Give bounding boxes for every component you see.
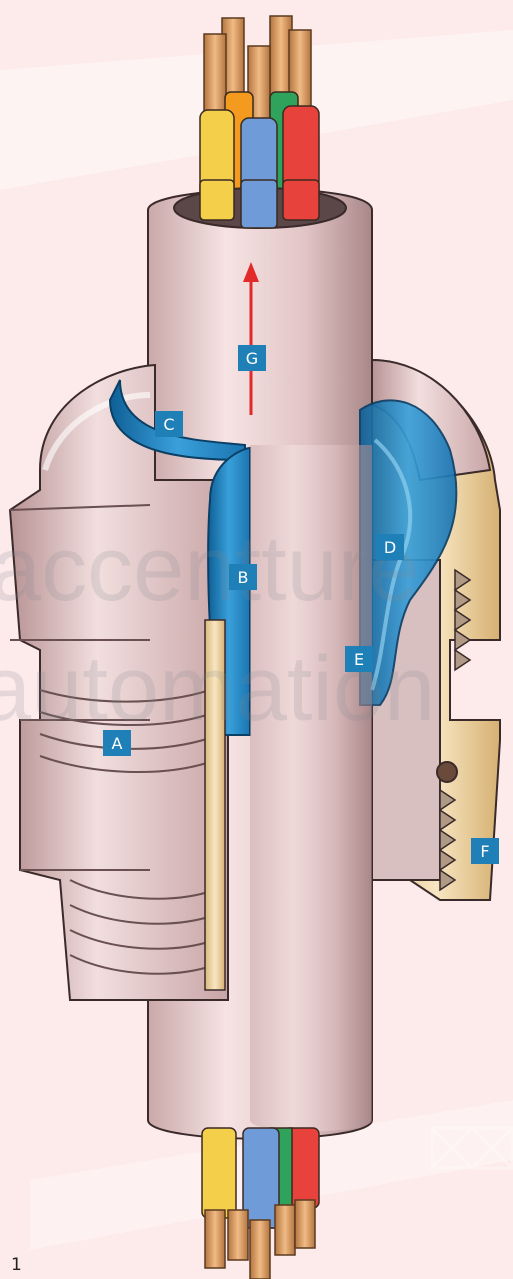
label-c: C [155, 411, 183, 437]
background-grid [430, 1126, 513, 1170]
bottom-conductors [204, 1199, 316, 1279]
label-b: B [229, 564, 257, 590]
thread-teeth-right [438, 568, 472, 892]
label-e: E [345, 646, 373, 672]
o-ring [436, 761, 458, 783]
bottom-wires [201, 1127, 320, 1229]
label-d: D [376, 534, 404, 560]
figure-number: 1 [11, 1255, 22, 1275]
label-f: F [471, 838, 499, 864]
label-g: G [238, 345, 266, 371]
nut-body-left [8, 363, 229, 1001]
label-a: A [103, 730, 131, 756]
